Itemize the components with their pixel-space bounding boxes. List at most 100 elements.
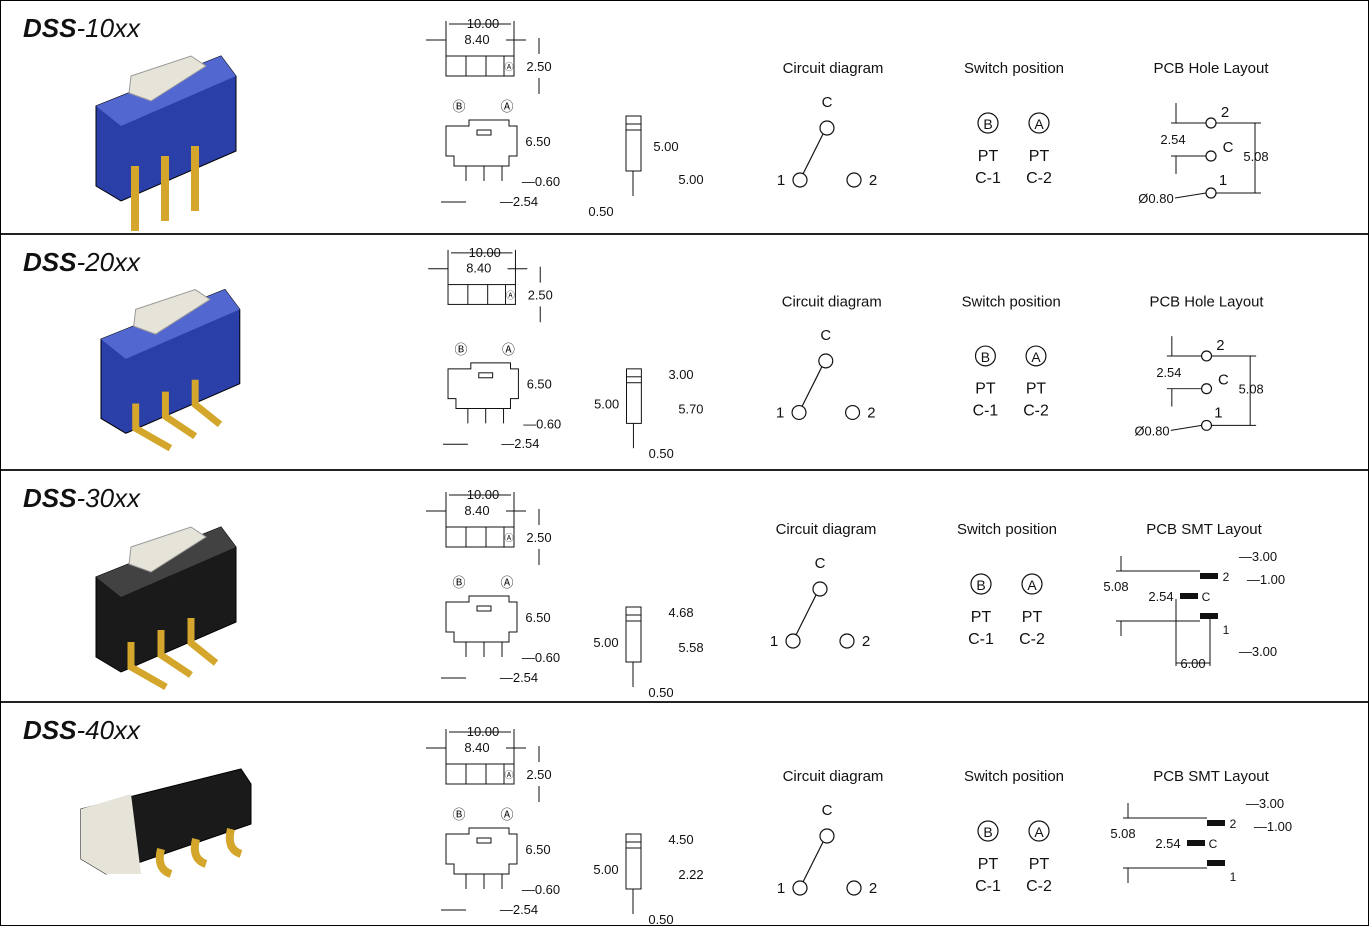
position-a-contact: C-2 [1023, 402, 1049, 419]
dim-width: 10.00 [467, 487, 500, 502]
pcb-dim-hole: Ø0.80 [1134, 423, 1169, 438]
position-a-mark: Ⓐ [506, 290, 515, 300]
circuit-contact-line [801, 366, 823, 407]
pcb-dim-span: 5.08 [1243, 149, 1268, 164]
dim-side-s2: 5.00 [593, 862, 618, 877]
dim-width: 10.00 [469, 245, 501, 260]
position-a-contact: C-2 [1026, 878, 1052, 895]
position-b-contact: C-1 [973, 402, 999, 419]
pcb-dim-pad-offset: —3.00 [1239, 644, 1277, 659]
pcb-pad-c [1187, 840, 1205, 846]
position-a-mark: Ⓐ [504, 62, 513, 72]
dim-width-inner: 8.40 [464, 503, 489, 518]
series-title: DSS-10xx [23, 13, 140, 44]
pcb-pin-2-label: 2 [1223, 570, 1230, 584]
circuit-pin-1-label: 1 [770, 633, 778, 650]
pcb-pin-2-label: 2 [1230, 817, 1237, 831]
switch-pin [187, 618, 219, 666]
front-view-actuator [478, 372, 494, 379]
pcb-hole-c [1205, 150, 1217, 162]
position-a-mark: Ⓐ [504, 533, 513, 543]
switch-pin [161, 391, 198, 440]
pcb-pin-1-label: 1 [1230, 870, 1237, 884]
series-title: DSS-20xx [23, 247, 140, 278]
circuit-pin-c [818, 353, 834, 369]
dim-pitch: —2.54 [500, 670, 538, 685]
position-a-mark: Ⓐ [500, 807, 513, 822]
dim-side-s2: 5.00 [593, 635, 618, 650]
dim-side-s3: 2.22 [678, 867, 703, 882]
series-title: DSS-40xx [23, 715, 140, 746]
position-a-label: A [1034, 824, 1044, 840]
series-prefix: DSS [23, 13, 77, 43]
switch-position-title: Switch position [962, 294, 1061, 310]
series-prefix: DSS [23, 483, 77, 513]
dim-height: 6.50 [525, 842, 550, 857]
circuit-pin-2-label: 2 [869, 172, 877, 189]
position-a-circle [1025, 345, 1047, 367]
switch-pin [155, 848, 173, 878]
circuit-pin-1 [785, 633, 801, 649]
switch-actuator [133, 288, 211, 335]
series-suffix: -10xx [76, 13, 141, 43]
position-a-pt: PT [1029, 856, 1050, 873]
pcb-pad-2 [1207, 820, 1225, 826]
dim-pitch: —2.54 [501, 436, 539, 451]
circuit-pin-c-label: C [822, 94, 833, 111]
position-b-label: B [976, 577, 985, 593]
series-title: DSS-30xx [23, 483, 140, 514]
dim-pin-width: —0.60 [522, 882, 560, 897]
dim-width-inner: 8.40 [464, 32, 489, 47]
dim-height: 6.50 [527, 377, 552, 392]
circuit-pin-2 [846, 880, 862, 896]
switch-pin [132, 403, 173, 452]
switch-pin [191, 379, 223, 428]
position-a-pt: PT [1022, 609, 1043, 626]
switch-product-image [100, 288, 241, 452]
position-a-mark: Ⓐ [504, 770, 513, 780]
pcb-pin-c-label: C [1202, 590, 1211, 604]
switch-position-title: Switch position [957, 521, 1057, 538]
switch-product-image [95, 526, 237, 691]
circuit-pin-1-label: 1 [777, 172, 785, 189]
position-a-mark: Ⓐ [500, 575, 513, 590]
dim-side-s1: 4.50 [668, 832, 693, 847]
position-a-mark: Ⓐ [502, 342, 515, 357]
switch-actuator [128, 55, 207, 102]
circuit-contact-line [802, 841, 824, 883]
pcb-pin-2-label: 2 [1216, 338, 1224, 354]
pcb-dim-span: 5.08 [1110, 826, 1135, 841]
switch-actuator [81, 794, 141, 874]
switch-position-title: Switch position [964, 60, 1064, 77]
top-view-outline [445, 763, 515, 785]
front-view-actuator [476, 837, 492, 844]
circuit-contact-line [802, 133, 824, 175]
circuit-pin-2 [846, 172, 862, 188]
pcb-dim-pad-width: —1.00 [1247, 572, 1285, 587]
circuit-pin-c-label: C [815, 555, 826, 572]
pcb-dim-pitch: 2.54 [1156, 365, 1181, 380]
dimension-line [1174, 192, 1207, 199]
position-b-pt: PT [975, 381, 996, 398]
front-view-actuator [476, 605, 492, 612]
position-b-circle [974, 345, 996, 367]
dim-side-s3: 5.70 [678, 401, 703, 416]
position-b-contact: C-1 [968, 631, 994, 648]
pcb-dim-pad-length: —3.00 [1246, 796, 1284, 811]
position-b-pt: PT [971, 609, 992, 626]
front-view-outline [445, 119, 518, 167]
circuit-pin-2-label: 2 [862, 633, 870, 650]
pcb-hole-c [1200, 383, 1213, 395]
